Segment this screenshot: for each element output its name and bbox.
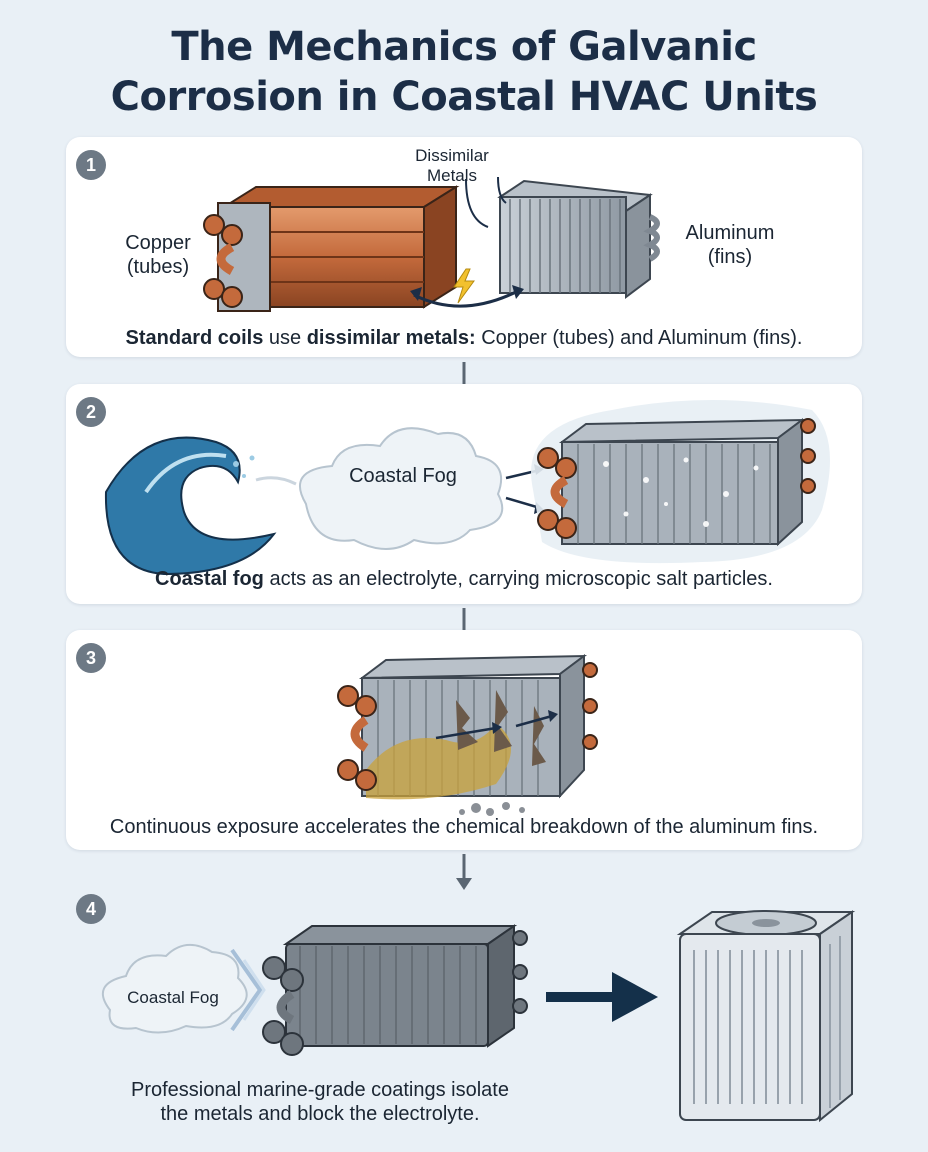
step-2-fog-label: Coastal Fog xyxy=(349,465,457,487)
step-1-caption: Standard coils use dissimilar metals: Co… xyxy=(66,327,862,350)
dissimilar-line-1: Dissimilar xyxy=(415,146,489,165)
fog-cloud xyxy=(299,427,504,550)
step-4-fog-label: Coastal Fog xyxy=(127,988,219,1007)
page-title: The Mechanics of Galvanic Corrosion in C… xyxy=(0,22,928,122)
step-2-caption-bold: Coastal fog xyxy=(155,568,264,590)
lightning-icon xyxy=(453,268,475,304)
copper-label: Copper (tubes) xyxy=(108,231,208,279)
step-1-badge: 1 xyxy=(76,150,106,180)
step-2-badge: 2 xyxy=(76,397,106,427)
aluminum-label: Aluminum (fins) xyxy=(670,221,790,269)
step-4-caption: Professional marine-grade coatings isola… xyxy=(70,1078,570,1126)
step-3-illustration xyxy=(337,654,598,816)
step-1-illustration xyxy=(203,176,660,312)
corroded-coil xyxy=(337,654,598,816)
step-1-caption-bold-2: dissimilar metals: xyxy=(306,327,476,349)
arrow-right-icon xyxy=(546,972,658,1022)
step-3-badge: 3 xyxy=(76,643,106,673)
step-1-card: 1 xyxy=(66,137,862,357)
aluminum-line-1: Aluminum xyxy=(685,222,775,244)
wet-coil xyxy=(531,400,830,564)
step-2-caption-text: acts as an electrolyte, carrying microsc… xyxy=(263,568,773,590)
step-4-caption-line-2: the metals and block the electrolyte. xyxy=(160,1103,480,1125)
wave-icon xyxy=(104,436,277,576)
flow-arrow-icon xyxy=(456,854,472,890)
copper-line-1: Copper xyxy=(125,232,191,254)
aluminum-coil xyxy=(497,179,660,299)
step-3-caption: Continuous exposure accelerates the chem… xyxy=(109,816,819,838)
step-2-illustration xyxy=(104,400,830,576)
step-4-badge: 4 xyxy=(76,894,106,924)
step-1-caption-text-1: use xyxy=(263,327,307,349)
aluminum-line-2: (fins) xyxy=(707,246,753,268)
step-3-card: 3 xyxy=(66,630,862,850)
step-1-caption-bold-1: Standard coils xyxy=(125,327,264,349)
coated-coil xyxy=(262,924,528,1056)
title-line-2: Corrosion in Coastal HVAC Units xyxy=(110,74,818,120)
step-1-caption-text-2: Copper (tubes) and Aluminum (fins). xyxy=(475,327,803,349)
ac-unit-icon xyxy=(676,910,856,1123)
copper-line-2: (tubes) xyxy=(126,256,190,278)
title-line-1: The Mechanics of Galvanic xyxy=(171,24,757,70)
step-2-card: 2 xyxy=(66,384,862,604)
step-2-caption: Coastal fog acts as an electrolyte, carr… xyxy=(66,568,862,591)
dissimilar-metals-label: Dissimilar Metals xyxy=(402,146,502,186)
double-arrow-icon xyxy=(413,289,519,308)
dissimilar-line-2: Metals xyxy=(426,166,478,185)
step-4-caption-line-1: Professional marine-grade coatings isola… xyxy=(131,1079,509,1101)
